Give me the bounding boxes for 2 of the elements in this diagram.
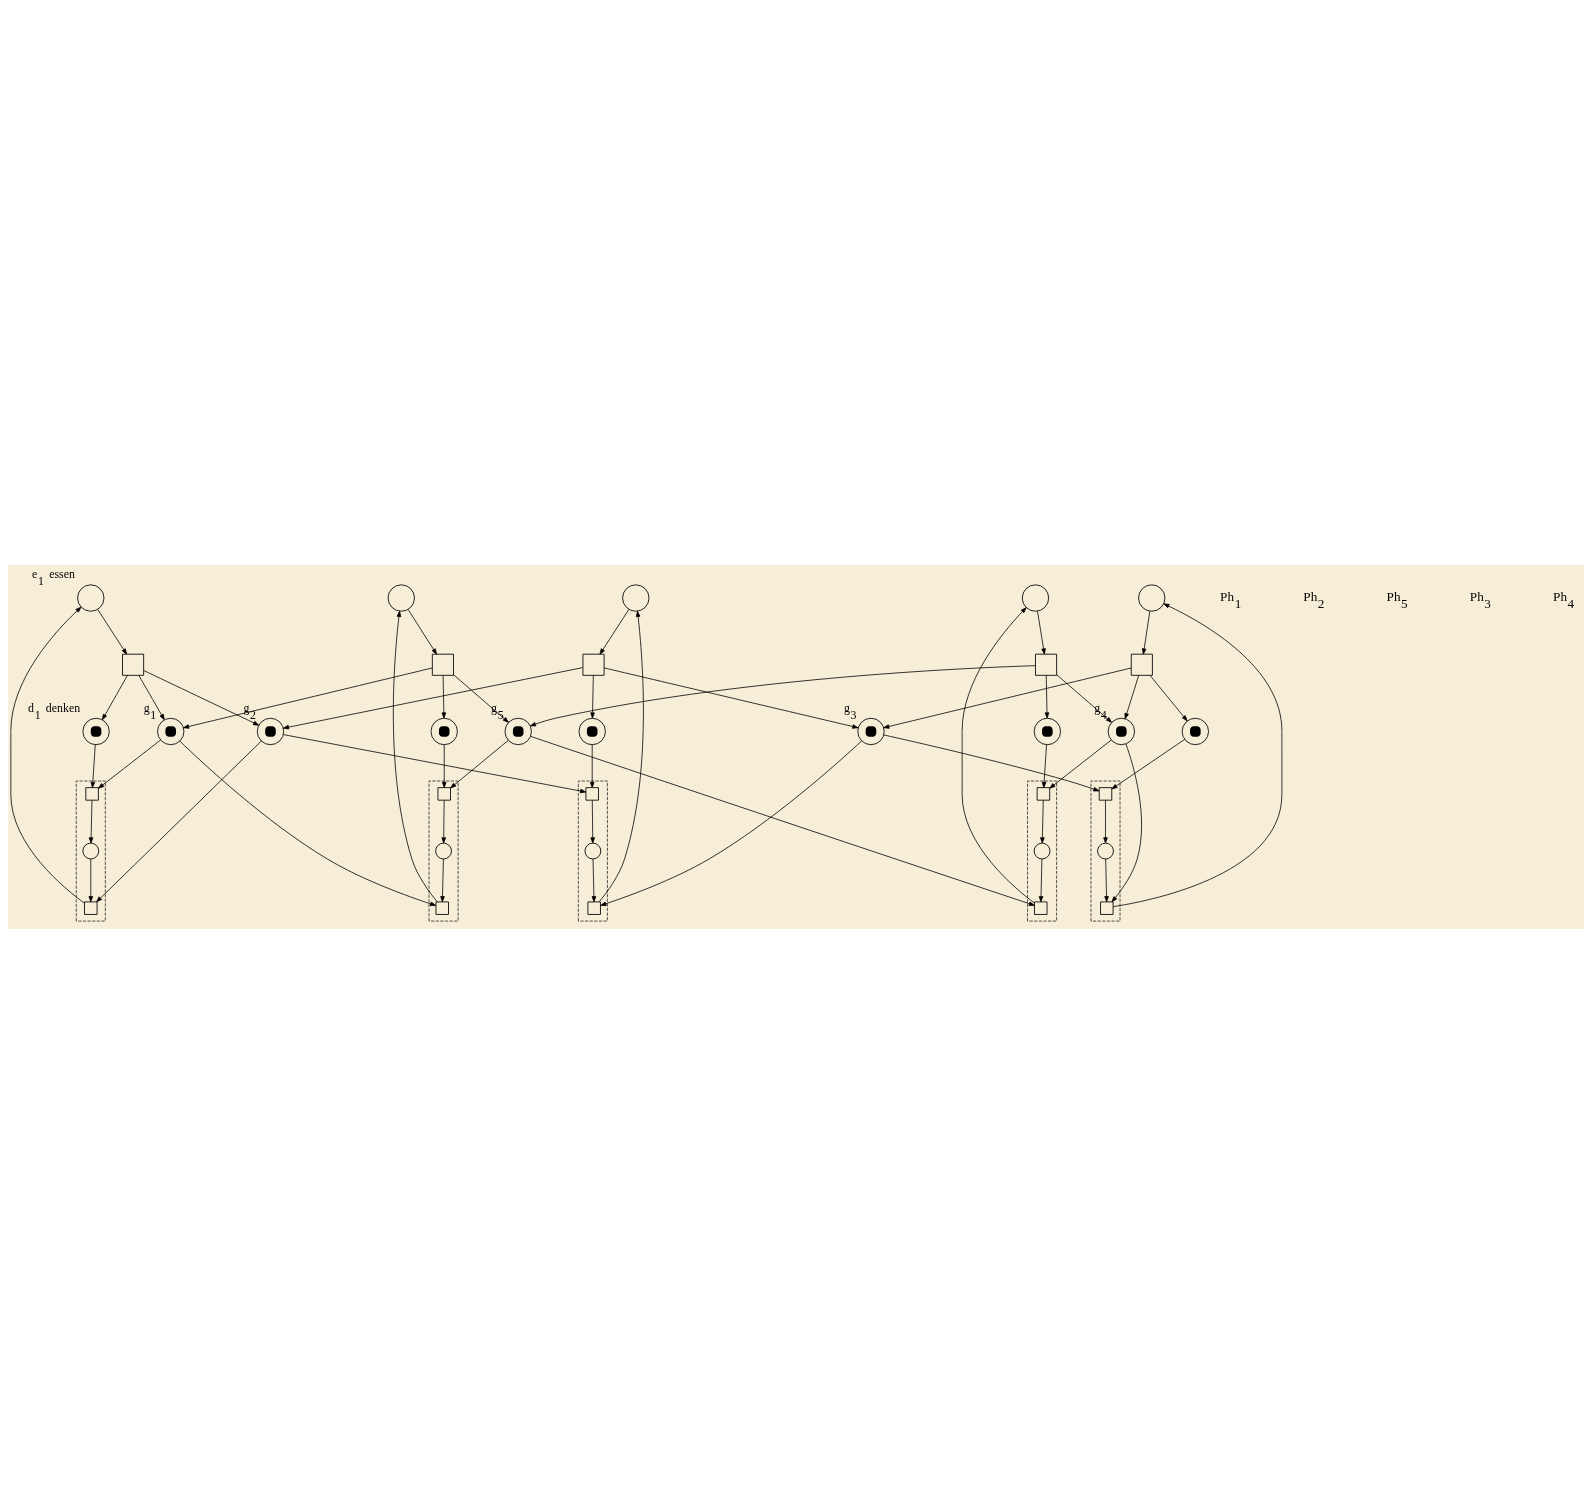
node-label: essen [49, 566, 75, 581]
node-label: denken [45, 700, 81, 715]
